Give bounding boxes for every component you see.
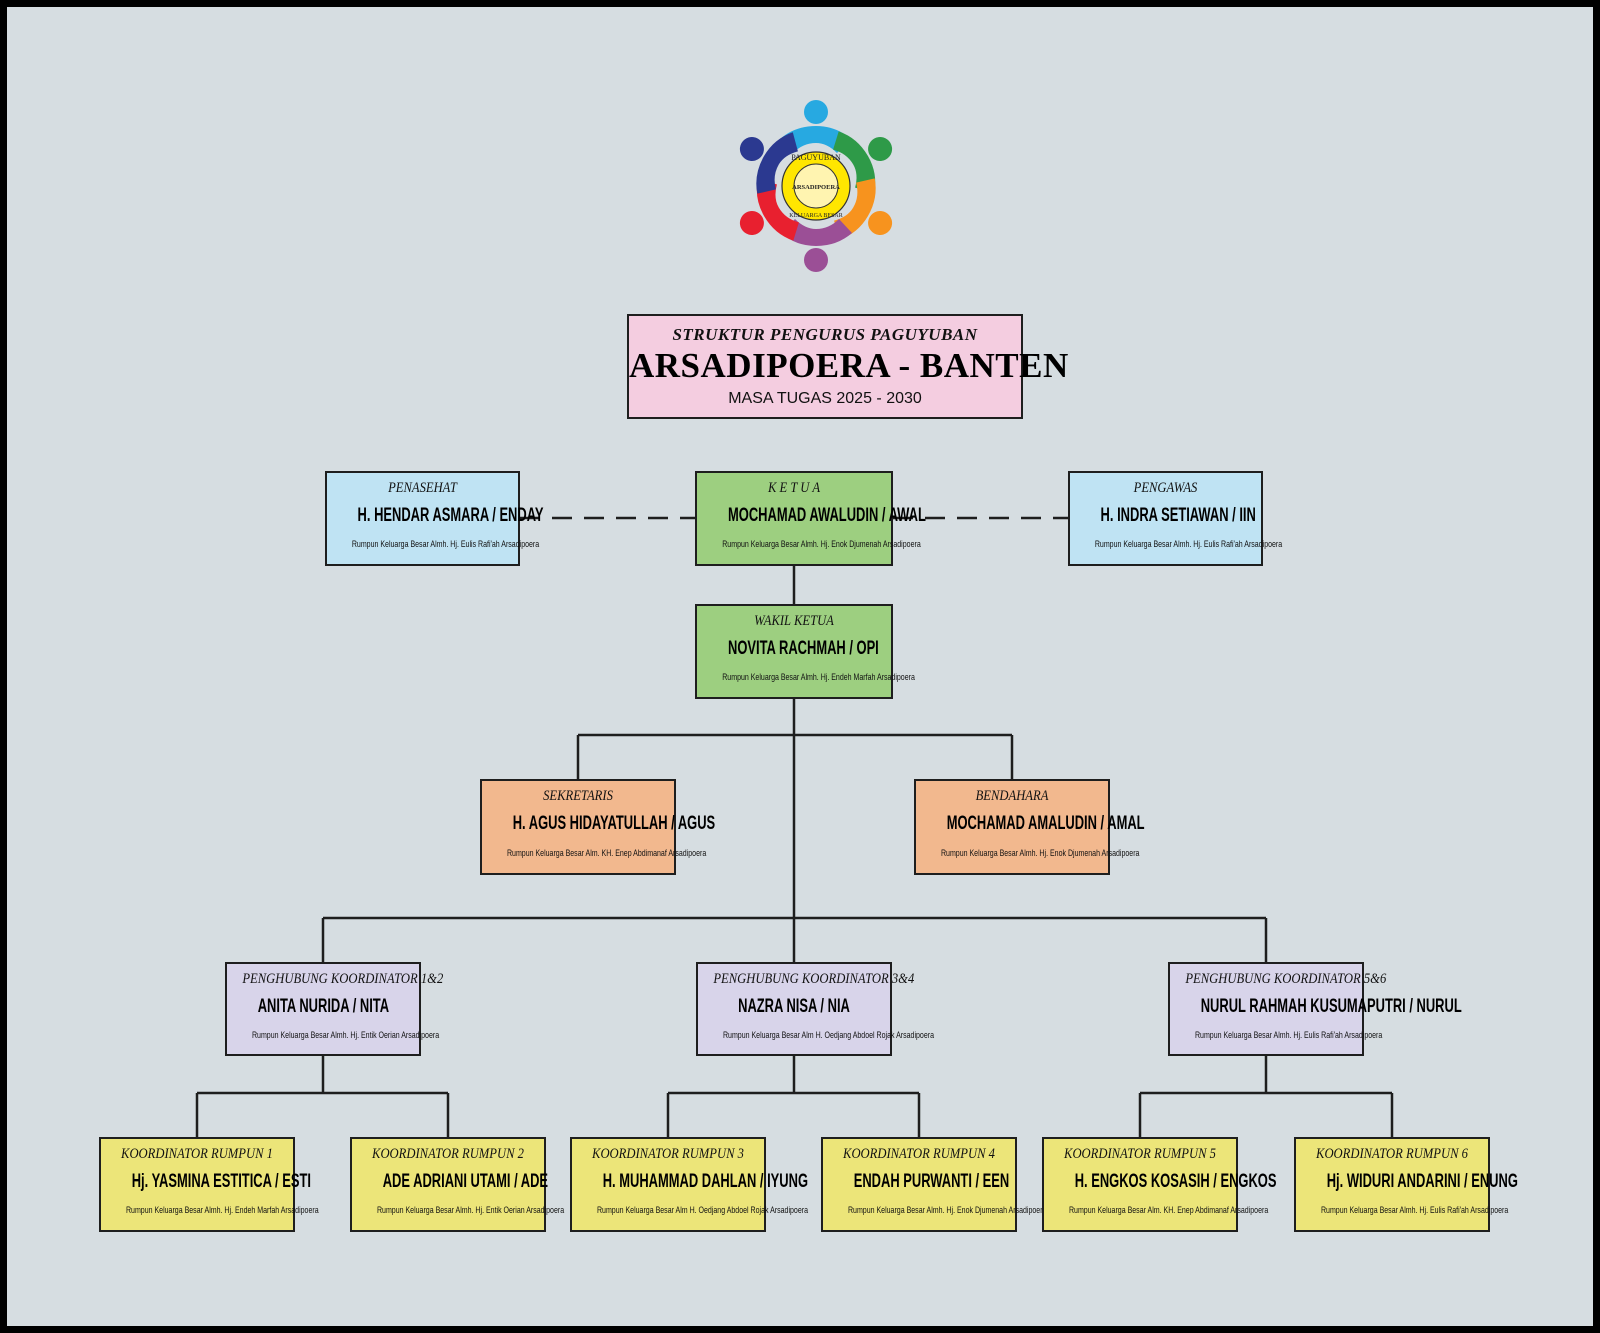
node-sekretaris: SEKRETARIS H. AGUS HIDAYATULLAH / AGUS R… [480,779,716,875]
node-pengawas: PENGAWAS H. INDRA SETIAWAN / IIN Rumpun … [1068,471,1283,566]
node-role: KOORDINATOR RUMPUN 4 [843,1146,995,1162]
node-koordinator-3: KOORDINATOR RUMPUN 3 H. MUHAMMAD DAHLAN … [570,1137,808,1232]
node-ketua: K E T U A MOCHAMAD AWALUDIN / AWAL Rumpu… [695,471,926,566]
node-person-name: Hj. YASMINA ESTITICA / ESTI [131,1171,311,1192]
node-person-name: MOCHAMAD AWALUDIN / AWAL [728,505,926,526]
connector-lines [195,516,1394,1137]
node-person-name: Hj. WIDURI ANDARINI / ENUNG [1326,1171,1518,1192]
node-person-name: NOVITA RACHMAH / OPI [728,638,879,659]
node-person-name: NURUL RAHMAH KUSUMAPUTRI / NURUL [1200,996,1462,1017]
node-family-line: Rumpun Keluarga Besar Almh. Hj. Eulis Ra… [1320,1205,1509,1216]
node-penghubung-12: PENGHUBUNG KOORDINATOR 1&2 ANITA NURIDA … [225,962,444,1056]
node-wakil-ketua: WAKIL KETUA NOVITA RACHMAH / OPI Rumpun … [695,604,915,699]
node-family-line: Rumpun Keluarga Besar Alm H. Oedjang Abd… [596,1205,808,1216]
chart-title-box: STRUKTUR PENGURUS PAGUYUBAN ARSADIPOERA … [627,314,1069,419]
node-penasehat: PENASEHAT H. HENDAR ASMARA / ENDAY Rumpu… [325,471,544,566]
svg-text:KELUARGA BESAR: KELUARGA BESAR [789,213,843,219]
node-person-name: ANITA NURIDA / NITA [257,996,390,1017]
svg-text:PAGUYUBAN: PAGUYUBAN [791,153,841,162]
node-family-line: Rumpun Keluarga Besar Alm. KH. Enep Abdi… [506,848,707,859]
node-koordinator-1: KOORDINATOR RUMPUN 1 Hj. YASMINA ESTITIC… [99,1137,319,1232]
node-person-name: NAZRA NISA / NIA [738,996,850,1017]
node-role: K E T U A [767,480,821,496]
node-role: KOORDINATOR RUMPUN 5 [1064,1146,1216,1162]
title-subheading: STRUKTUR PENGURUS PAGUYUBAN [672,325,978,344]
node-family-line: Rumpun Keluarga Besar Alm. KH. Enep Abdi… [1068,1205,1269,1216]
node-role: WAKIL KETUA [754,613,834,629]
node-person-name: H. AGUS HIDAYATULLAH / AGUS [512,813,716,834]
node-person-name: ENDAH PURWANTI / EEN [853,1171,1010,1192]
node-family-line: Rumpun Keluarga Besar Almh. Hj. Eulis Ra… [351,539,540,550]
term-period: MASA TUGAS 2025 - 2030 [728,390,922,407]
paguyuban-logo: PAGUYUBAN ARSADIPOERA KELUARGA BESAR [739,100,893,272]
node-koordinator-6: KOORDINATOR RUMPUN 6 Hj. WIDURI ANDARINI… [1294,1137,1518,1232]
node-person-name: H. INDRA SETIAWAN / IIN [1100,505,1256,526]
node-family-line: Rumpun Keluarga Besar Almh. Hj. Enok Dju… [940,848,1140,859]
node-person-name: H. HENDAR ASMARA / ENDAY [357,505,544,526]
org-chart-canvas: PAGUYUBAN ARSADIPOERA KELUARGA BESAR STR… [7,7,1593,1326]
page-title: ARSADIPOERA - BANTEN [629,346,1069,385]
node-person-name: ADE ADRIANI UTAMI / ADE [382,1171,549,1192]
node-penghubung-56: PENGHUBUNG KOORDINATOR 5&6 NURUL RAHMAH … [1168,962,1462,1056]
node-family-line: Rumpun Keluarga Besar Almh. Hj. Endeh Ma… [722,672,915,683]
node-person-name: MOCHAMAD AMALUDIN / AMAL [946,813,1145,834]
node-koordinator-5: KOORDINATOR RUMPUN 5 H. ENGKOS KOSASIH /… [1042,1137,1277,1232]
node-family-line: Rumpun Keluarga Besar Almh. Hj. Enok Dju… [722,539,921,550]
node-person-name: H. MUHAMMAD DAHLAN / IYUNG [602,1171,808,1192]
node-role: PENGHUBUNG KOORDINATOR 3&4 [713,971,915,987]
node-person-name: H. ENGKOS KOSASIH / ENGKOS [1074,1171,1277,1192]
node-koordinator-2: KOORDINATOR RUMPUN 2 ADE ADRIANI UTAMI /… [350,1137,565,1232]
node-role: PENGHUBUNG KOORDINATOR 1&2 [242,971,444,987]
node-family-line: Rumpun Keluarga Besar Almh. Hj. Endeh Ma… [125,1205,319,1216]
node-koordinator-4: KOORDINATOR RUMPUN 4 ENDAH PURWANTI / EE… [821,1137,1047,1232]
node-role: KOORDINATOR RUMPUN 6 [1316,1146,1468,1162]
node-family-line: Rumpun Keluarga Besar Alm H. Oedjang Abd… [722,1030,934,1041]
svg-text:ARSADIPOERA: ARSADIPOERA [792,184,840,191]
node-role: PENGAWAS [1133,480,1198,496]
logo-seal-icon: PAGUYUBAN ARSADIPOERA KELUARGA BESAR [781,151,851,221]
node-role: KOORDINATOR RUMPUN 3 [592,1146,744,1162]
people-circle-icon [739,100,893,272]
node-penghubung-34: PENGHUBUNG KOORDINATOR 3&4 NAZRA NISA / … [696,962,934,1056]
node-role: PENGHUBUNG KOORDINATOR 5&6 [1185,971,1387,987]
node-family-line: Rumpun Keluarga Besar Almh. Hj. Eulis Ra… [1094,539,1283,550]
node-role: SEKRETARIS [543,788,613,804]
node-role: BENDAHARA [975,788,1049,804]
node-role: PENASEHAT [388,480,457,496]
node-role: KOORDINATOR RUMPUN 1 [121,1146,273,1162]
node-role: KOORDINATOR RUMPUN 2 [372,1146,524,1162]
node-family-line: Rumpun Keluarga Besar Almh. Hj. Eulis Ra… [1194,1030,1383,1041]
node-family-line: Rumpun Keluarga Besar Almh. Hj. Entik Oe… [376,1205,565,1216]
node-bendahara: BENDAHARA MOCHAMAD AMALUDIN / AMAL Rumpu… [914,779,1145,875]
node-family-line: Rumpun Keluarga Besar Almh. Hj. Entik Oe… [251,1030,440,1041]
node-family-line: Rumpun Keluarga Besar Almh. Hj. Enok Dju… [847,1205,1047,1216]
